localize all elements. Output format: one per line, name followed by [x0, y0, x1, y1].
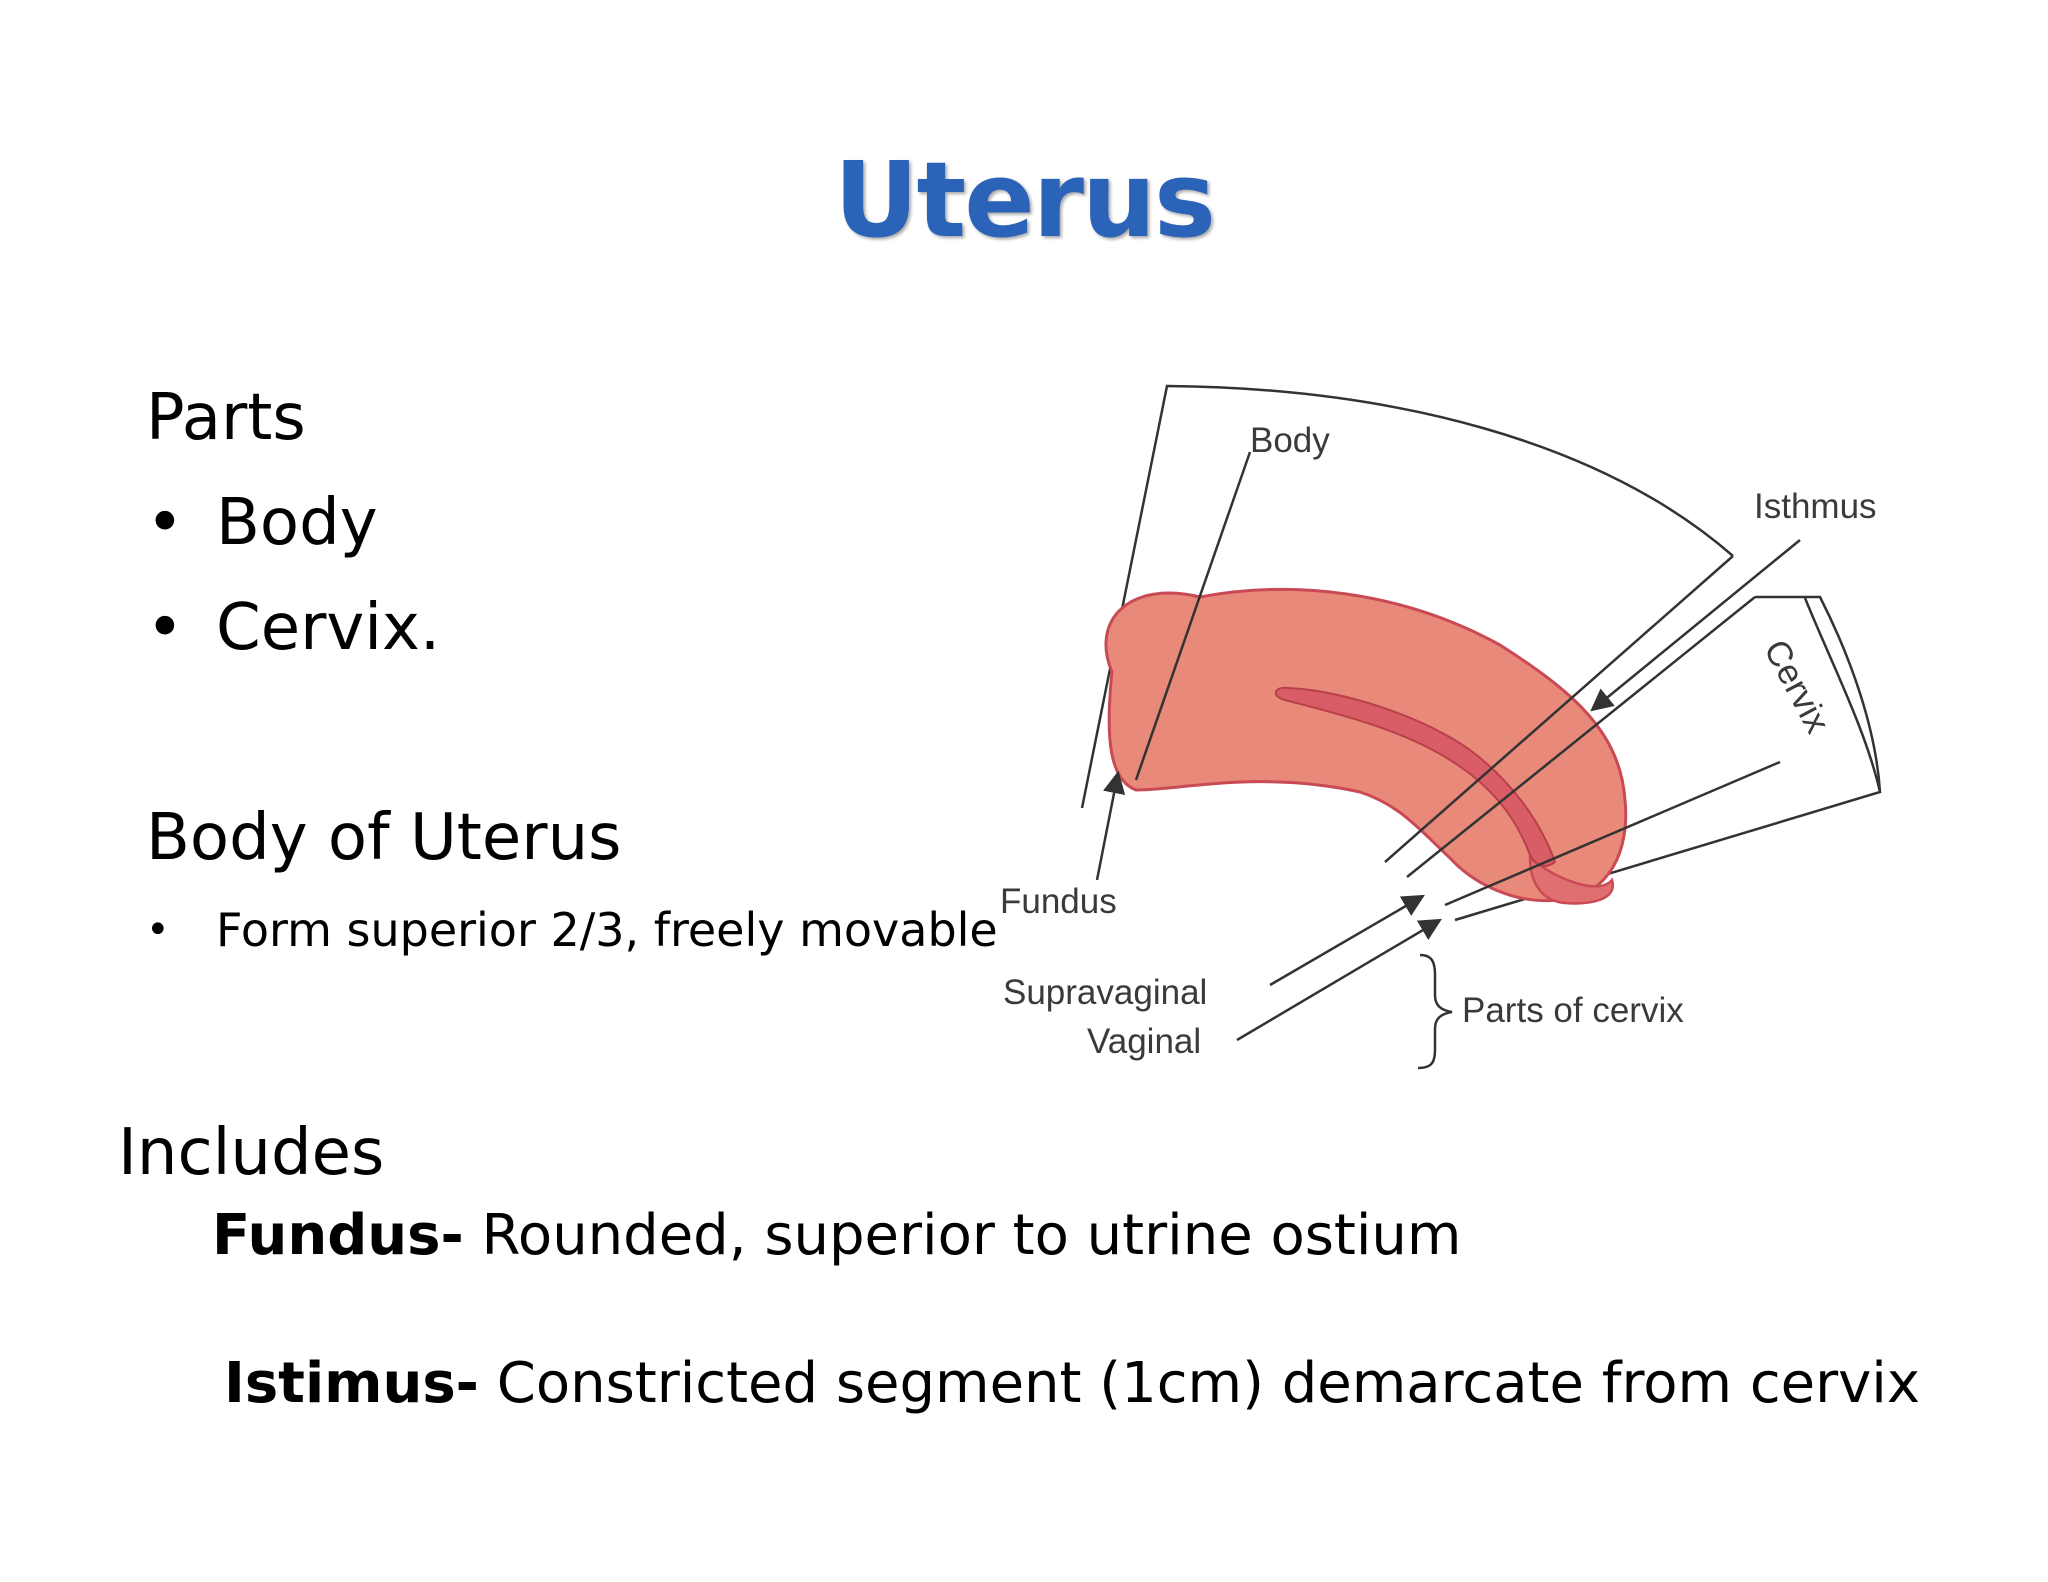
isthmus-pointer-line-b — [1406, 596, 1756, 878]
cervix-region-edge — [1454, 597, 1882, 922]
diagram-label-vaginal: Vaginal — [1087, 1022, 1201, 1061]
istimus-term: Istimus- — [224, 1351, 479, 1416]
body-of-uterus-heading: Body of Uterus — [146, 801, 622, 875]
isthmus-arrow — [1590, 539, 1801, 712]
fundus-arrow — [1095, 770, 1126, 881]
body-of-uterus-item: • Form superior 2/3, freely movable — [146, 902, 998, 958]
slide-title: Uterus — [834, 139, 1216, 261]
supravaginal-arrow — [1269, 894, 1425, 987]
fundus-definition: Fundus- Rounded, superior to utrine osti… — [212, 1202, 1461, 1270]
fundus-description: Rounded, superior to utrine ostium — [463, 1203, 1462, 1268]
vaginal-arrow — [1236, 918, 1442, 1042]
bullet-icon: • — [146, 486, 184, 560]
diagram-label-supravaginal: Supravaginal — [1003, 973, 1207, 1012]
parts-item-label: Cervix. — [216, 591, 441, 665]
cervix-pointer-line — [1444, 760, 1781, 907]
parts-of-cervix-brace — [1417, 953, 1453, 1070]
includes-heading: Includes — [118, 1116, 385, 1190]
parts-heading: Parts — [146, 381, 306, 455]
body-of-uterus-item-label: Form superior 2/3, freely movable — [216, 903, 998, 957]
uterus-diagram: Body Isthmus Cervix Fundus Supravaginal … — [1000, 384, 1882, 1070]
diagram-label-isthmus: Isthmus — [1754, 487, 1877, 526]
cervix-region-outline — [1755, 595, 1882, 793]
diagram-label-body: Body — [1250, 421, 1330, 460]
parts-item-cervix: • Cervix. — [146, 590, 546, 666]
parts-item-label: Body — [216, 486, 378, 560]
cervix-shape — [1528, 855, 1615, 905]
body-region-outline — [1080, 384, 1734, 809]
diagram-label-cervix: Cervix — [1756, 633, 1837, 739]
fundus-term: Fundus- — [212, 1203, 464, 1268]
isthmus-pointer-line-a — [1384, 555, 1734, 863]
istimus-definition: Istimus- Constricted segment (1cm) demar… — [224, 1350, 1920, 1418]
diagram-label-fundus: Fundus — [1000, 882, 1117, 921]
bullet-icon: • — [146, 907, 170, 953]
istimus-description: Constricted segment (1cm) demarcate from… — [478, 1351, 1920, 1416]
bullet-icon: • — [146, 591, 184, 665]
parts-item-body: • Body — [146, 485, 546, 561]
diagram-label-parts-of-cervix: Parts of cervix — [1462, 991, 1684, 1030]
body-pointer-line — [1134, 451, 1252, 781]
uterine-cavity — [1274, 686, 1557, 867]
